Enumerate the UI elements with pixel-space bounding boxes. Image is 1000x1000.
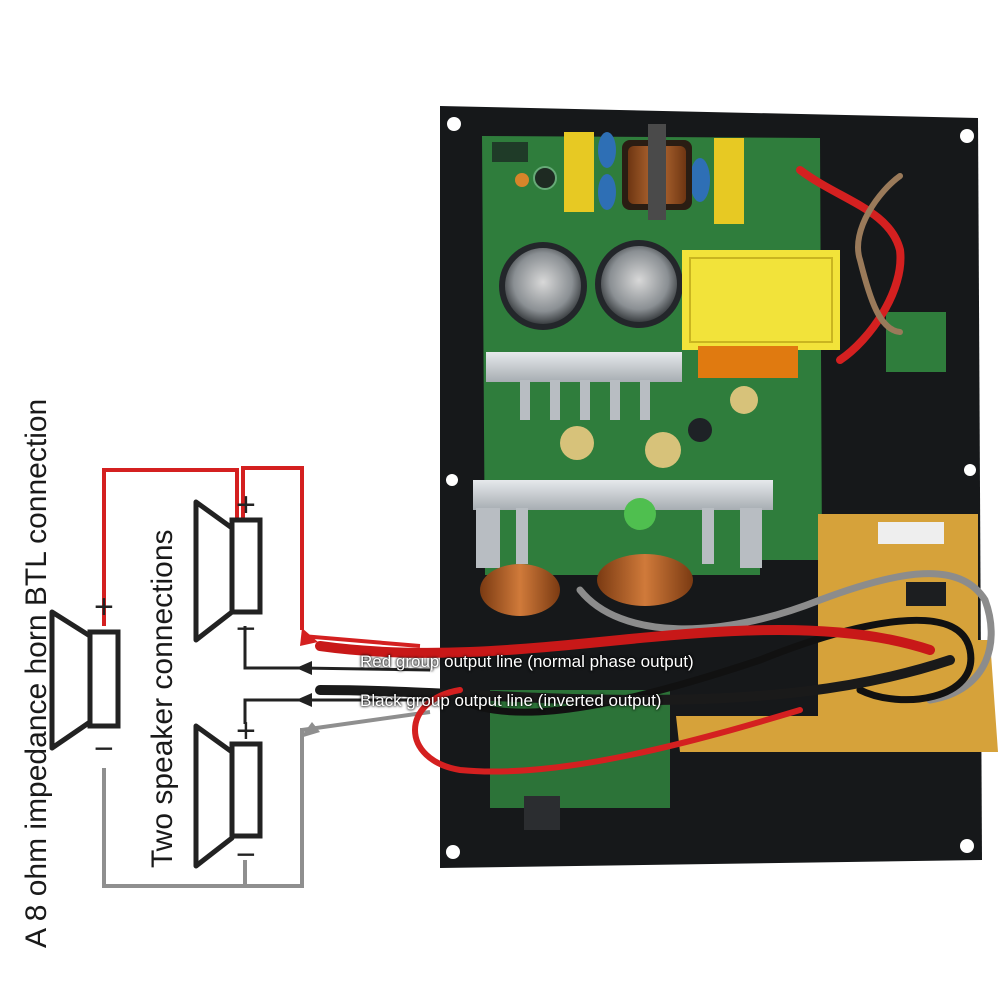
power-wire — [796, 166, 905, 364]
heatsink-lower — [473, 480, 773, 568]
upper-speaker-plus: + — [236, 486, 256, 524]
upper-speaker-icon — [193, 499, 263, 643]
mounting-holes — [446, 117, 976, 859]
aux-pcb — [886, 312, 946, 372]
switching-transformer — [682, 250, 840, 378]
arrow-gray — [300, 710, 431, 738]
arrow-black-2 — [296, 693, 430, 707]
output-inductor-left — [480, 564, 560, 616]
wire-red-single-horn — [102, 468, 239, 626]
common-mode-choke — [622, 124, 692, 220]
mid-cap-1 — [560, 426, 594, 460]
lower-speaker-icon — [193, 723, 263, 869]
film-capacitor-right — [714, 138, 744, 224]
y-cap-1 — [598, 132, 616, 168]
arrow-black-1 — [296, 661, 431, 675]
two-speaker-caption: Two speaker connections — [146, 529, 179, 868]
arrow-red — [300, 628, 421, 648]
harness-black — [315, 655, 955, 706]
mid-cap-2 — [645, 432, 681, 468]
single-horn-caption: A 8 ohm impedance horn BTL connection — [20, 398, 53, 948]
ceramic-cap — [515, 173, 529, 187]
y-cap-3 — [690, 158, 710, 202]
filter-capacitors — [499, 240, 683, 330]
lower-speaker-minus: − — [236, 836, 256, 874]
mid-cap-4 — [688, 418, 712, 442]
red-output-line-label: Red group output line (normal phase outp… — [360, 652, 694, 671]
control-connector — [878, 522, 944, 544]
heatsink-cap — [624, 498, 656, 530]
power-wire-2 — [855, 173, 903, 335]
harness-red-loop — [412, 687, 803, 775]
single-horn-speaker-icon — [49, 609, 121, 751]
control-chip — [906, 582, 946, 606]
small-cap — [533, 166, 557, 190]
wire-black-upper-speaker — [243, 626, 300, 670]
mid-cap-3 — [730, 386, 758, 414]
pcb-chip — [492, 142, 528, 162]
gray-loop-wire — [576, 570, 995, 704]
black-loop-wire — [456, 616, 975, 716]
amplifier-board — [440, 106, 998, 868]
upper-speaker-minus: − — [236, 610, 256, 648]
y-cap-2 — [598, 174, 616, 210]
heatsink-upper — [486, 352, 682, 420]
single-horn-plus: + — [94, 588, 114, 626]
connector-block — [524, 796, 560, 830]
wire-red-two-speakers — [241, 466, 304, 630]
film-capacitor-left — [564, 132, 594, 212]
single-horn-minus: − — [94, 730, 114, 768]
black-output-line-label: Black group output line (inverted output… — [360, 691, 662, 710]
wire-gray-bottom — [102, 728, 304, 888]
wire-black-lower-speaker — [243, 698, 300, 724]
output-inductor-right — [597, 554, 693, 606]
harness-red — [315, 625, 935, 658]
lower-speaker-plus: + — [236, 712, 256, 750]
